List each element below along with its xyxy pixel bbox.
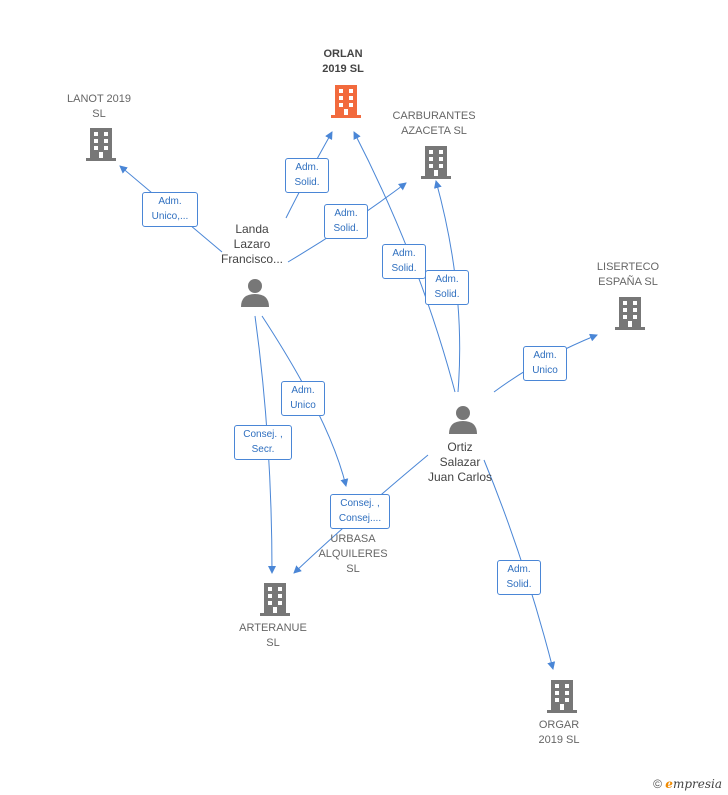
- node-label-orlan[interactable]: ORLAN 2019 SL: [303, 47, 383, 77]
- brand-logo-initial: e: [665, 777, 673, 791]
- edge-label-landa-urbasa-line1: Adm.: [291, 385, 315, 396]
- node-label-landa[interactable]: Landa Lazaro Francisco...: [207, 222, 297, 267]
- person-icon-ortiz[interactable]: [449, 406, 477, 434]
- edge-label-ortiz-orlan-line2: Solid.: [391, 263, 417, 274]
- building-icon-carburantes[interactable]: [421, 146, 451, 179]
- node-label-liserteco-line2: ESPAÑA SL: [598, 276, 658, 288]
- building-icon-orlan[interactable]: [331, 85, 361, 118]
- edge-label-ortiz-orlan-line1: Adm.: [392, 248, 416, 259]
- footer-brand: © empresia: [653, 777, 722, 791]
- edge-label-ortiz-orgar-line2: Solid.: [506, 579, 532, 590]
- edge-label-landa-arteranue-line2: Secr.: [251, 444, 275, 455]
- node-label-urbasa-line3: SL: [346, 563, 360, 575]
- node-label-lanot-line1: LANOT 2019: [66, 93, 131, 105]
- brand-logo: empresia: [665, 777, 722, 791]
- edge-label-landa-carburantes-line2: Solid.: [333, 223, 359, 234]
- edge-label-landa-carburantes[interactable]: Adm. Solid.: [324, 204, 368, 239]
- node-label-lanot[interactable]: LANOT 2019 SL: [54, 92, 144, 122]
- edge-label-ortiz-liserteco-line2: Unico: [532, 365, 558, 376]
- edge-label-landa-lanot-line1: Adm.: [158, 196, 182, 207]
- building-icons: [86, 85, 645, 713]
- edge-label-landa-urbasa-line2: Unico: [290, 400, 316, 411]
- node-label-lanot-line2: SL: [92, 108, 106, 120]
- edge-label-ortiz-carburantes-line1: Adm.: [435, 274, 459, 285]
- edge-label-ortiz-arteranue-line1: Consej. ,: [340, 498, 380, 509]
- edge-label-landa-arteranue-line1: Consej. ,: [243, 429, 283, 440]
- node-label-urbasa-line1: URBASA: [330, 533, 376, 545]
- node-label-liserteco-line1: LISERTECO: [596, 261, 660, 273]
- node-label-orgar[interactable]: ORGAR 2019 SL: [514, 718, 604, 748]
- edge-label-landa-lanot-line2: Unico,...: [151, 211, 189, 222]
- edge-label-ortiz-arteranue[interactable]: Consej. , Consej....: [330, 494, 390, 529]
- node-label-arteranue-line1: ARTERANUE: [239, 622, 307, 634]
- node-label-ortiz[interactable]: Ortiz Salazar Juan Carlos: [415, 440, 505, 485]
- edge-label-ortiz-orgar[interactable]: Adm. Solid.: [497, 560, 541, 595]
- copyright-icon: ©: [653, 777, 662, 791]
- edge-label-ortiz-orgar-line1: Adm.: [507, 564, 531, 575]
- edge-label-ortiz-liserteco[interactable]: Adm. Unico: [523, 346, 567, 381]
- node-label-orlan-line1: ORLAN: [323, 48, 363, 60]
- node-label-landa-line2: Lazaro: [233, 237, 271, 251]
- node-label-carburantes[interactable]: CARBURANTES AZACETA SL: [384, 109, 484, 139]
- node-label-orlan-line2: 2019 SL: [322, 63, 364, 75]
- edge-label-ortiz-orlan[interactable]: Adm. Solid.: [382, 244, 426, 279]
- node-label-liserteco[interactable]: LISERTECO ESPAÑA SL: [583, 260, 673, 290]
- edge-label-ortiz-liserteco-line1: Adm.: [533, 350, 557, 361]
- node-label-carburantes-line2: AZACETA SL: [401, 125, 467, 137]
- node-label-carburantes-line1: CARBURANTES: [392, 110, 476, 122]
- node-label-arteranue[interactable]: ARTERANUE SL: [228, 621, 318, 651]
- edge-label-landa-urbasa[interactable]: Adm. Unico: [281, 381, 325, 416]
- building-icon-liserteco[interactable]: [615, 297, 645, 330]
- node-label-urbasa[interactable]: URBASA ALQUILERES SL: [308, 532, 398, 577]
- person-icon-landa[interactable]: [241, 279, 269, 307]
- node-label-arteranue-line2: SL: [266, 637, 280, 649]
- edge-label-ortiz-carburantes-line2: Solid.: [434, 289, 460, 300]
- node-label-ortiz-line3: Juan Carlos: [427, 470, 493, 484]
- node-label-urbasa-line2: ALQUILERES: [318, 548, 388, 560]
- node-label-ortiz-line2: Salazar: [439, 455, 481, 469]
- edge-label-landa-orlan-line1: Adm.: [295, 162, 319, 173]
- edge-label-landa-carburantes-line1: Adm.: [334, 208, 358, 219]
- node-label-landa-line3: Francisco...: [220, 252, 283, 266]
- edge-label-ortiz-carburantes[interactable]: Adm. Solid.: [425, 270, 469, 305]
- building-icon-lanot[interactable]: [86, 128, 116, 161]
- node-label-orgar-line1: ORGAR: [538, 719, 580, 731]
- edge-label-landa-orlan[interactable]: Adm. Solid.: [285, 158, 329, 193]
- node-label-landa-line1: Landa: [235, 222, 269, 236]
- building-icon-orgar[interactable]: [547, 680, 577, 713]
- brand-logo-rest: mpresia: [672, 777, 722, 791]
- node-label-ortiz-line1: Ortiz: [447, 440, 473, 454]
- edge-label-landa-arteranue[interactable]: Consej. , Secr.: [234, 425, 292, 460]
- edge-label-landa-orlan-line2: Solid.: [294, 177, 320, 188]
- node-label-orgar-line2: 2019 SL: [538, 734, 580, 746]
- building-icon-arteranue[interactable]: [260, 583, 290, 616]
- edge-label-ortiz-arteranue-line2: Consej....: [338, 513, 382, 524]
- person-icons: [241, 279, 477, 434]
- edge-label-landa-lanot[interactable]: Adm. Unico,...: [142, 192, 198, 227]
